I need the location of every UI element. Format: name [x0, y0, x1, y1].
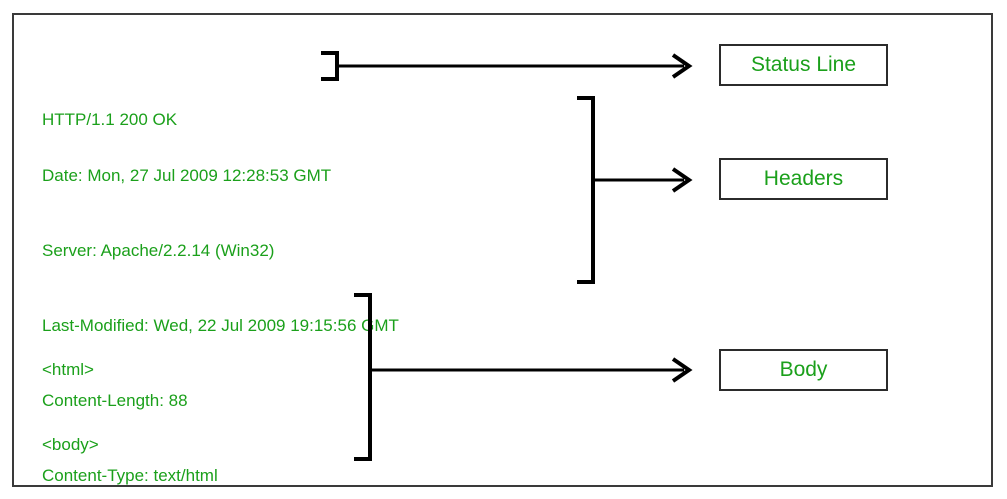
status-line-text: HTTP/1.1 200 OK [42, 57, 177, 182]
header-row: Content-Length: 88 [42, 391, 188, 410]
header-row: Server: Apache/2.2.14 (Win32) [42, 241, 275, 260]
header-row: Last-Modified: Wed, 22 Jul 2009 19:15:56… [42, 316, 399, 335]
body-text: <html> <body> <h1>Hello, World!</h1> </b… [42, 307, 221, 499]
header-row: Date: Mon, 27 Jul 2009 12:28:53 GMT [42, 166, 332, 185]
headers-text: Date: Mon, 27 Jul 2009 12:28:53 GMT Serv… [42, 113, 399, 499]
label-box-body: Body [719, 349, 888, 391]
body-row: <html> [42, 360, 94, 379]
label-box-status-line-text: Status Line [750, 53, 857, 76]
label-box-headers-text: Headers [763, 167, 844, 190]
body-row: <body> [42, 435, 99, 454]
header-row: Content-Type: text/html [42, 466, 218, 485]
label-box-status-line: Status Line [719, 44, 888, 86]
status-line-row: HTTP/1.1 200 OK [42, 110, 178, 129]
diagram-frame [12, 13, 993, 487]
label-box-body-text: Body [779, 358, 828, 381]
label-box-headers: Headers [719, 158, 888, 200]
